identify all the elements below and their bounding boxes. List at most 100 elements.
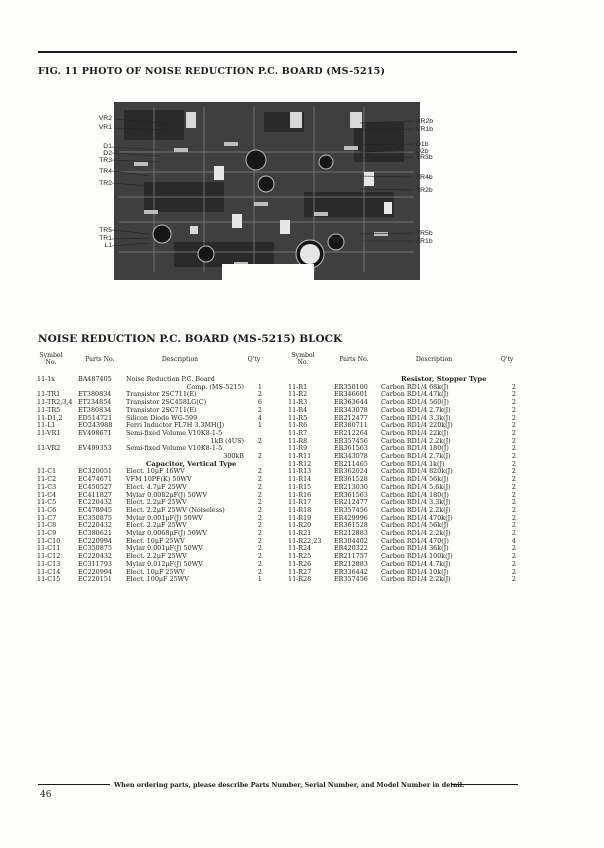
table-cell-symbol: 11-C8 bbox=[37, 521, 57, 530]
table-cell-qty: 2 bbox=[257, 475, 262, 484]
table-cell-qty: 2 bbox=[511, 382, 516, 391]
table-cell-description: Capacitor, Vertical Type bbox=[146, 459, 237, 468]
table-cell-parts-no: ER212477 bbox=[334, 413, 368, 422]
table-cell-parts-no: EC411827 bbox=[78, 490, 112, 499]
table-cell-parts-no: ER361528 bbox=[334, 475, 368, 484]
label-tr3b: TR3b bbox=[416, 154, 433, 161]
table-cell-description: Carbon RD1/4 56k(J) bbox=[381, 521, 449, 530]
table-cell-qty: 2 bbox=[511, 398, 516, 407]
table-cell-symbol: 11-R2 bbox=[288, 390, 308, 399]
table-cell-description: Elect. 10μF 25WV bbox=[126, 536, 185, 545]
table-cell-qty: 2 bbox=[511, 452, 516, 460]
table-cell-symbol: 11-R19 bbox=[288, 513, 312, 522]
table-cell-qty: 2 bbox=[511, 575, 516, 584]
table-cell-symbol: 11-R3 bbox=[288, 398, 308, 407]
label-vr1: VR1 bbox=[98, 124, 112, 131]
table-cell-parts-no: EC380621 bbox=[78, 529, 112, 537]
label-d1: D1 bbox=[103, 143, 112, 150]
header-qty-left: Q'ty bbox=[247, 356, 261, 363]
table-cell-qty: 1 bbox=[257, 575, 262, 584]
table-cell-parts-no: EC220432 bbox=[78, 521, 112, 530]
label-tr5b: TR5b bbox=[416, 230, 433, 237]
label-tr3: TR3 bbox=[99, 157, 112, 164]
table-cell-qty: 2 bbox=[257, 567, 262, 576]
table-cell-parts-no: EC320051 bbox=[78, 467, 112, 476]
table-cell-symbol: 11-TR5 bbox=[37, 405, 61, 414]
table-cell-symbol: 11-L1 bbox=[37, 421, 56, 430]
table-cell-parts-no: EC350875 bbox=[78, 544, 112, 553]
table-cell-qty: 2 bbox=[511, 428, 516, 437]
header-parts-left: Parts No. bbox=[85, 356, 115, 363]
table-cell-qty: 2 bbox=[511, 467, 516, 476]
table-cell-symbol: 11-R18 bbox=[288, 505, 312, 514]
footer-rule-right bbox=[452, 784, 518, 786]
table-cell-parts-no: EC350875 bbox=[78, 513, 112, 522]
table-cell-parts-no: ER211757 bbox=[334, 552, 368, 561]
table-cell-qty: 2 bbox=[257, 513, 262, 522]
table-cell-qty: 2 bbox=[257, 390, 262, 399]
table-cell-description: Ferri Inductor FL7H 3.3MH(J) bbox=[126, 421, 225, 430]
table-cell-description: Mylar 0.0068μF(J) 50WV bbox=[126, 529, 207, 537]
table-cell-parts-no: ER212883 bbox=[334, 559, 368, 568]
table-cell-description: Elect. 2.2μF 25WV bbox=[126, 521, 187, 530]
table-cell-description: Carbon RD1/4 68k(J) bbox=[381, 382, 449, 391]
header-symbol-right: Symbol No. bbox=[285, 352, 321, 366]
table-cell-symbol: 11-C4 bbox=[37, 490, 57, 499]
table-cell-symbol: 11-TR1 bbox=[37, 390, 61, 399]
label-tr1b: TR1b bbox=[416, 238, 433, 245]
table-cell-description: Carbon RD1/4 2.2k(J) bbox=[381, 575, 451, 584]
table-cell-qty: 2 bbox=[257, 452, 262, 460]
table-cell-qty: 2 bbox=[511, 459, 516, 468]
header-symbol-text: Symbol No. bbox=[291, 352, 315, 366]
table-cell-description: Carbon RD1/4 2.2k(J) bbox=[381, 505, 451, 514]
table-cell-symbol: 11-R6 bbox=[288, 421, 308, 430]
table-cell-symbol: 11-VR1 bbox=[37, 428, 61, 437]
table-cell-symbol: 11-C13 bbox=[37, 559, 61, 568]
table-cell-description: Carbon RD1/4 3.3k(J) bbox=[381, 413, 451, 422]
table-cell-parts-no: ER211465 bbox=[334, 459, 368, 468]
table-cell-qty: 2 bbox=[257, 405, 262, 414]
table-cell-symbol: 11-C11 bbox=[37, 544, 61, 553]
table-cell-description: Carbon RD1/4 3.3k(J) bbox=[381, 498, 451, 507]
table-cell-symbol: 11-R27 bbox=[288, 567, 312, 576]
table-cell-symbol: 11-1x bbox=[37, 375, 55, 383]
table-cell-symbol: 11-C14 bbox=[37, 567, 61, 576]
table-cell-qty: 4 bbox=[257, 413, 262, 422]
table-cell-parts-no: ER420322 bbox=[334, 544, 368, 553]
table-cell-parts-no: EC450527 bbox=[78, 482, 112, 491]
table-cell-symbol: 11-R16 bbox=[288, 490, 312, 499]
table-cell-symbol: 11-R14 bbox=[288, 475, 312, 484]
table-cell-description: Elect. 2.2μF 25WV bbox=[126, 552, 187, 561]
footer-rule-left bbox=[38, 784, 110, 786]
table-cell-parts-no: ER357456 bbox=[334, 436, 368, 445]
table-cell-qty: 2 bbox=[511, 559, 516, 568]
table-cell-description: Transistor 2SC458LG(C) bbox=[126, 398, 207, 407]
table-cell-symbol: 11-R24 bbox=[288, 544, 312, 553]
table-cell-qty: 2 bbox=[511, 521, 516, 530]
table-cell-description: Carbon RD1/4 2.7k(J) bbox=[381, 405, 451, 414]
table-cell-description: Semi-fixed Volume V10K8-1-5 bbox=[126, 428, 223, 437]
table-cell-symbol: 11-R8 bbox=[288, 436, 308, 445]
pc-board-photo bbox=[114, 102, 420, 280]
label-vr2: VR2 bbox=[98, 115, 112, 122]
table-cell-symbol: 11-R13 bbox=[288, 467, 312, 476]
header-description-left: Description bbox=[161, 356, 199, 363]
table-cell-parts-no: ER361528 bbox=[334, 521, 368, 530]
table-cell-qty: 1 bbox=[257, 382, 262, 391]
table-cell-qty: 2 bbox=[257, 467, 262, 476]
table-cell-symbol: 11-R17 bbox=[288, 498, 312, 507]
table-cell-description: Semi-fixed Volume V10K8-1-5 bbox=[126, 444, 223, 453]
table-cell-qty: 2 bbox=[511, 482, 516, 491]
table-cell-qty: 2 bbox=[511, 444, 516, 453]
table-cell-description: Carbon RD1/4 36k(J) bbox=[381, 544, 449, 553]
label-tr4: TR4 bbox=[99, 168, 112, 175]
table-cell-qty: 2 bbox=[257, 544, 262, 553]
table-cell-description: Carbon RD1/4 10k(J) bbox=[381, 567, 449, 576]
table-cell-symbol: 11-R20 bbox=[288, 521, 312, 530]
table-cell-symbol: 11-C2 bbox=[37, 475, 57, 484]
table-cell-qty: 2 bbox=[511, 544, 516, 553]
table-cell-parts-no: ER212264 bbox=[334, 428, 368, 437]
table-cell-description: Mylar 0.001μF(J) 50WV bbox=[126, 513, 203, 522]
table-cell-qty: 2 bbox=[511, 552, 516, 561]
table-cell-parts-no: BA487405 bbox=[78, 375, 112, 383]
